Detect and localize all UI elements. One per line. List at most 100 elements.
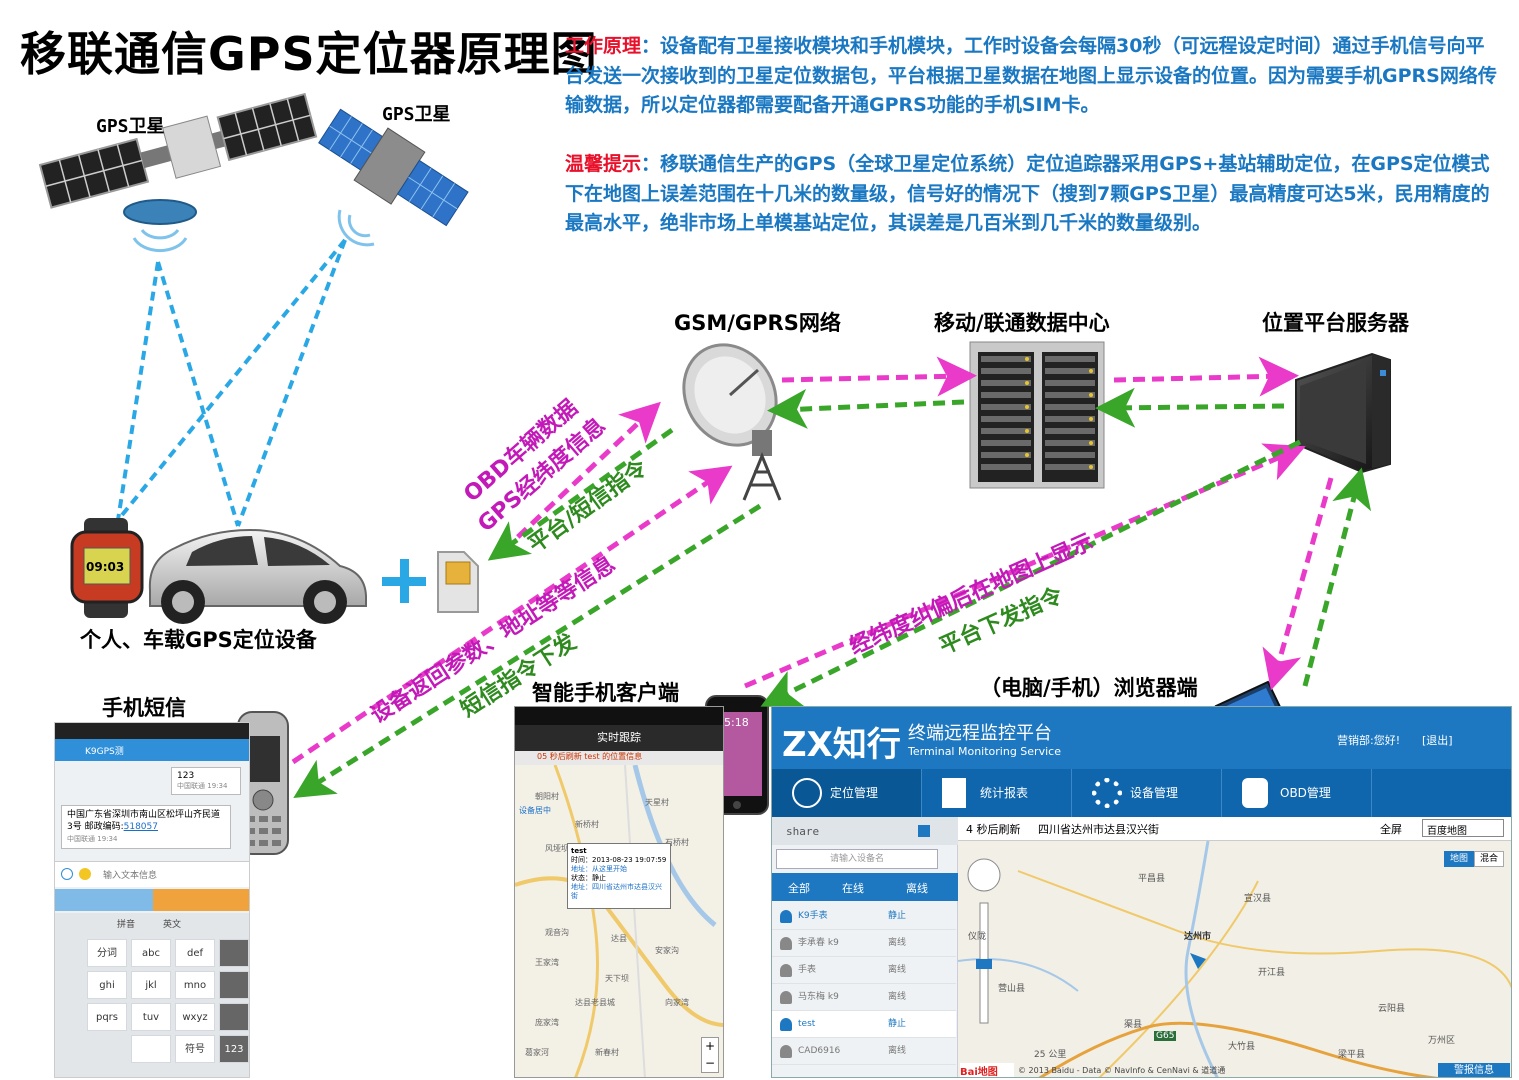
group-header[interactable]: share — [772, 817, 958, 845]
watch-time: 09:03 — [86, 560, 125, 574]
key-wxyz[interactable]: wxyz — [175, 1003, 215, 1031]
app-nav-title: 实时跟踪 — [515, 725, 723, 751]
sms-label: 手机短信 — [102, 696, 186, 720]
key-delete[interactable] — [219, 939, 249, 967]
map-mode-hybrid[interactable]: 混合 — [1474, 851, 1504, 867]
key-symbol[interactable]: 符号 — [175, 1035, 215, 1063]
keyboard: 拼音 英文 分词 abc def ghi jkl mno pqrs tuv wx… — [55, 913, 249, 1077]
sms-incoming-time: 19:34 — [97, 835, 118, 843]
satellite-1-label: GPS卫星 — [96, 116, 165, 137]
web-map-word: 渠县 — [1124, 1020, 1143, 1030]
sms-input-row[interactable]: 输入文本信息 — [55, 861, 249, 887]
web-map-word: 营山县 — [998, 984, 1026, 994]
fullscreen-button[interactable]: 全屏 — [1380, 823, 1402, 836]
app-device-popup[interactable]: test 时间：2013-08-23 19:07:59 地址：从这里开始 状态：… — [567, 843, 671, 909]
key-abc[interactable]: abc — [131, 939, 171, 967]
app-map-word: 观音沟 — [545, 928, 569, 937]
popup-time: 时间：2013-08-23 19:07:59 — [571, 856, 667, 864]
server-label: 位置平台服务器 — [1262, 311, 1409, 335]
key-enter[interactable] — [219, 971, 249, 999]
key-123[interactable]: 123 — [219, 1035, 249, 1063]
satellite-2-icon — [318, 108, 469, 227]
menu-devices-label: 设备管理 — [1130, 786, 1179, 800]
tab-offline[interactable]: 离线 — [906, 882, 928, 895]
sms-status-bar — [55, 723, 249, 739]
page-title: 移联通信GPS定位器原理图 — [20, 27, 598, 81]
web-map-word: 梁平县 — [1338, 1050, 1366, 1060]
map-mode-map[interactable]: 地图 — [1444, 851, 1474, 867]
popup-status: 状态：静止 — [571, 874, 606, 882]
key-space[interactable] — [131, 1035, 171, 1063]
device-row[interactable]: K9手表静止 — [772, 903, 956, 930]
menu-reports[interactable]: 统计报表 — [922, 769, 1072, 817]
app-zoom-control[interactable]: +− — [701, 1037, 719, 1073]
satellite-2-signal — [337, 209, 375, 247]
map-address: 四川省达州市达县汉兴街 — [1038, 823, 1159, 836]
sms-incoming-text: 中国广东省深圳市南山区松坪山齐民道3号 邮政编码: — [67, 810, 221, 832]
person-icon — [780, 1018, 792, 1031]
map-type-select[interactable]: 百度地图 — [1422, 819, 1504, 837]
web-map-word: 宣汉县 — [1244, 894, 1272, 904]
menu-reports-label: 统计报表 — [980, 786, 1029, 800]
datacenter-label: 移动/联通数据中心 — [934, 311, 1110, 335]
satellite-2-label: GPS卫星 — [382, 104, 451, 125]
device-row[interactable]: 手表离线 — [772, 957, 956, 984]
tab-all[interactable]: 全部 — [788, 882, 810, 895]
device-tabs: 全部 在线 离线 — [772, 873, 958, 901]
app-center-device-button[interactable]: 设备居中 — [519, 806, 551, 815]
sms-postcode-link[interactable]: 518057 — [123, 822, 158, 832]
device-status: 离线 — [888, 1046, 907, 1056]
app-map-word: 新春村 — [595, 1048, 619, 1057]
device-status: 离线 — [888, 965, 907, 975]
obd-icon — [1242, 778, 1268, 808]
plus-icon — [382, 559, 426, 603]
collapse-icon[interactable] — [918, 825, 930, 837]
device-name: 马东梅 k9 — [798, 992, 839, 1002]
menu-location[interactable]: 定位管理 — [772, 769, 922, 817]
send-sim2-button[interactable] — [153, 889, 249, 911]
key-english[interactable]: 英文 — [163, 920, 182, 930]
baidu-logo-icon: Bai地图 — [960, 1063, 1014, 1077]
web-map-word: 开江县 — [1258, 968, 1286, 978]
app-map-word: 王家湾 — [535, 958, 559, 967]
web-platform: ZX知行 终端远程监控平台 Terminal Monitoring Servic… — [771, 706, 1512, 1078]
tab-online[interactable]: 在线 — [842, 882, 864, 895]
key-jkl[interactable]: jkl — [131, 971, 171, 999]
app-refresh-text: 05 秒后刷新 test 的位置信息 — [515, 751, 723, 765]
add-icon[interactable] — [61, 868, 73, 880]
map-scale: 25 公里 — [1034, 1050, 1067, 1060]
emoji-icon[interactable] — [79, 868, 91, 880]
web-map[interactable]: 4 秒后刷新 四川省达州市达县汉兴街 全屏 百度地图 地图 混合 平昌县 宣汉县… — [958, 817, 1511, 1077]
web-cn-name: 终端远程监控平台 — [908, 723, 1052, 744]
key-fenci[interactable]: 分词 — [87, 939, 127, 967]
web-logout-button[interactable]: [退出] — [1422, 734, 1453, 747]
app-map-word: 新桥村 — [575, 820, 599, 829]
web-map-word: 云阳县 — [1378, 1004, 1406, 1014]
person-icon — [780, 964, 792, 977]
highway-badge: G65 — [1154, 1031, 1177, 1041]
key-emoji[interactable] — [219, 1003, 249, 1031]
key-ghi[interactable]: ghi — [87, 971, 127, 999]
menu-obd[interactable]: OBD管理 — [1222, 769, 1372, 817]
sms-incoming-bubble: 中国广东省深圳市南山区松坪山齐民道3号 邮政编码:518057 中国联通 19:… — [61, 805, 231, 849]
alarm-button[interactable]: 警报信息 — [1438, 1063, 1510, 1077]
key-pqrs[interactable]: pqrs — [87, 1003, 127, 1031]
menu-devices[interactable]: 设备管理 — [1072, 769, 1222, 817]
key-tuv[interactable]: tuv — [131, 1003, 171, 1031]
car-icon — [148, 528, 367, 624]
device-search-input[interactable]: 请输入设备名 — [776, 849, 938, 869]
sms-outgoing-text: 123 — [177, 771, 195, 781]
menu-obd-label: OBD管理 — [1280, 786, 1331, 800]
key-pinyin[interactable]: 拼音 — [117, 920, 136, 930]
app-map-word: 达县 — [611, 934, 627, 943]
web-map-canvas — [958, 841, 1511, 1077]
send-sim1-button[interactable] — [55, 889, 153, 911]
principle-text: ：设备配有卫星接收模块和手机模块，工作时设备会每隔30秒（可远程设定时间）通过手… — [565, 35, 1497, 116]
key-def[interactable]: def — [175, 939, 215, 967]
key-mno[interactable]: mno — [175, 971, 215, 999]
